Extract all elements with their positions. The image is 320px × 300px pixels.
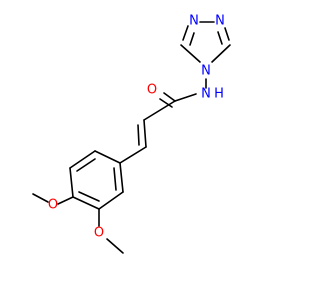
bond-n2-c3-double [217,31,223,45]
bond-c-alpha-c-beta [143,119,147,148]
bond-ring-6-1 [94,150,121,164]
atom-label-o-ome2: O [94,226,104,241]
bonds [32,21,231,254]
bond-nh-c-carbonyl [174,93,197,102]
bond-ring-3-4 [72,196,100,210]
bond-ring-1-2 [119,162,124,193]
bond-c-o-carbonyl-double [159,98,173,108]
bond-c-o-carbonyl [163,92,176,102]
bond-n4-c5 [180,44,201,63]
bond-ring-5-6 [69,150,96,169]
bond-c5-n1-double [189,32,195,46]
bond-ring-4-5 [69,167,74,198]
atom-label-n1: N [189,14,199,29]
bond-c-beta-ring [119,146,147,164]
atom-label-n2: N [215,14,225,29]
bond-ring-2-3 [98,191,124,210]
atom-label-h: H [214,87,224,102]
molecule-structure: N N N N H O O O [32,14,231,254]
bond-ring-5-6-inner [76,158,96,172]
bond-ring-3-4-inner [78,191,100,202]
atom-label-o-carbonyl: O [147,83,157,98]
atom-label-n4: N [201,64,211,79]
bond-ring-1-2-inner [113,167,117,191]
bond-c-carbonyl-c-alpha [143,100,176,121]
bond-n2-c3 [224,27,230,41]
bond-c-alpha-c-beta-double [137,124,140,146]
bond-ring-o-ome1 [57,196,74,205]
atom-labels: N N N N H O O O [48,14,225,241]
atom-label-o-ome1: O [48,198,58,213]
bond-o-ome2-methyl [106,238,124,254]
atom-label-nh: N [201,87,211,102]
bond-c3-n4 [211,44,231,63]
bond-o-ome1-methyl [32,193,49,203]
bond-c5-n1 [182,25,189,41]
